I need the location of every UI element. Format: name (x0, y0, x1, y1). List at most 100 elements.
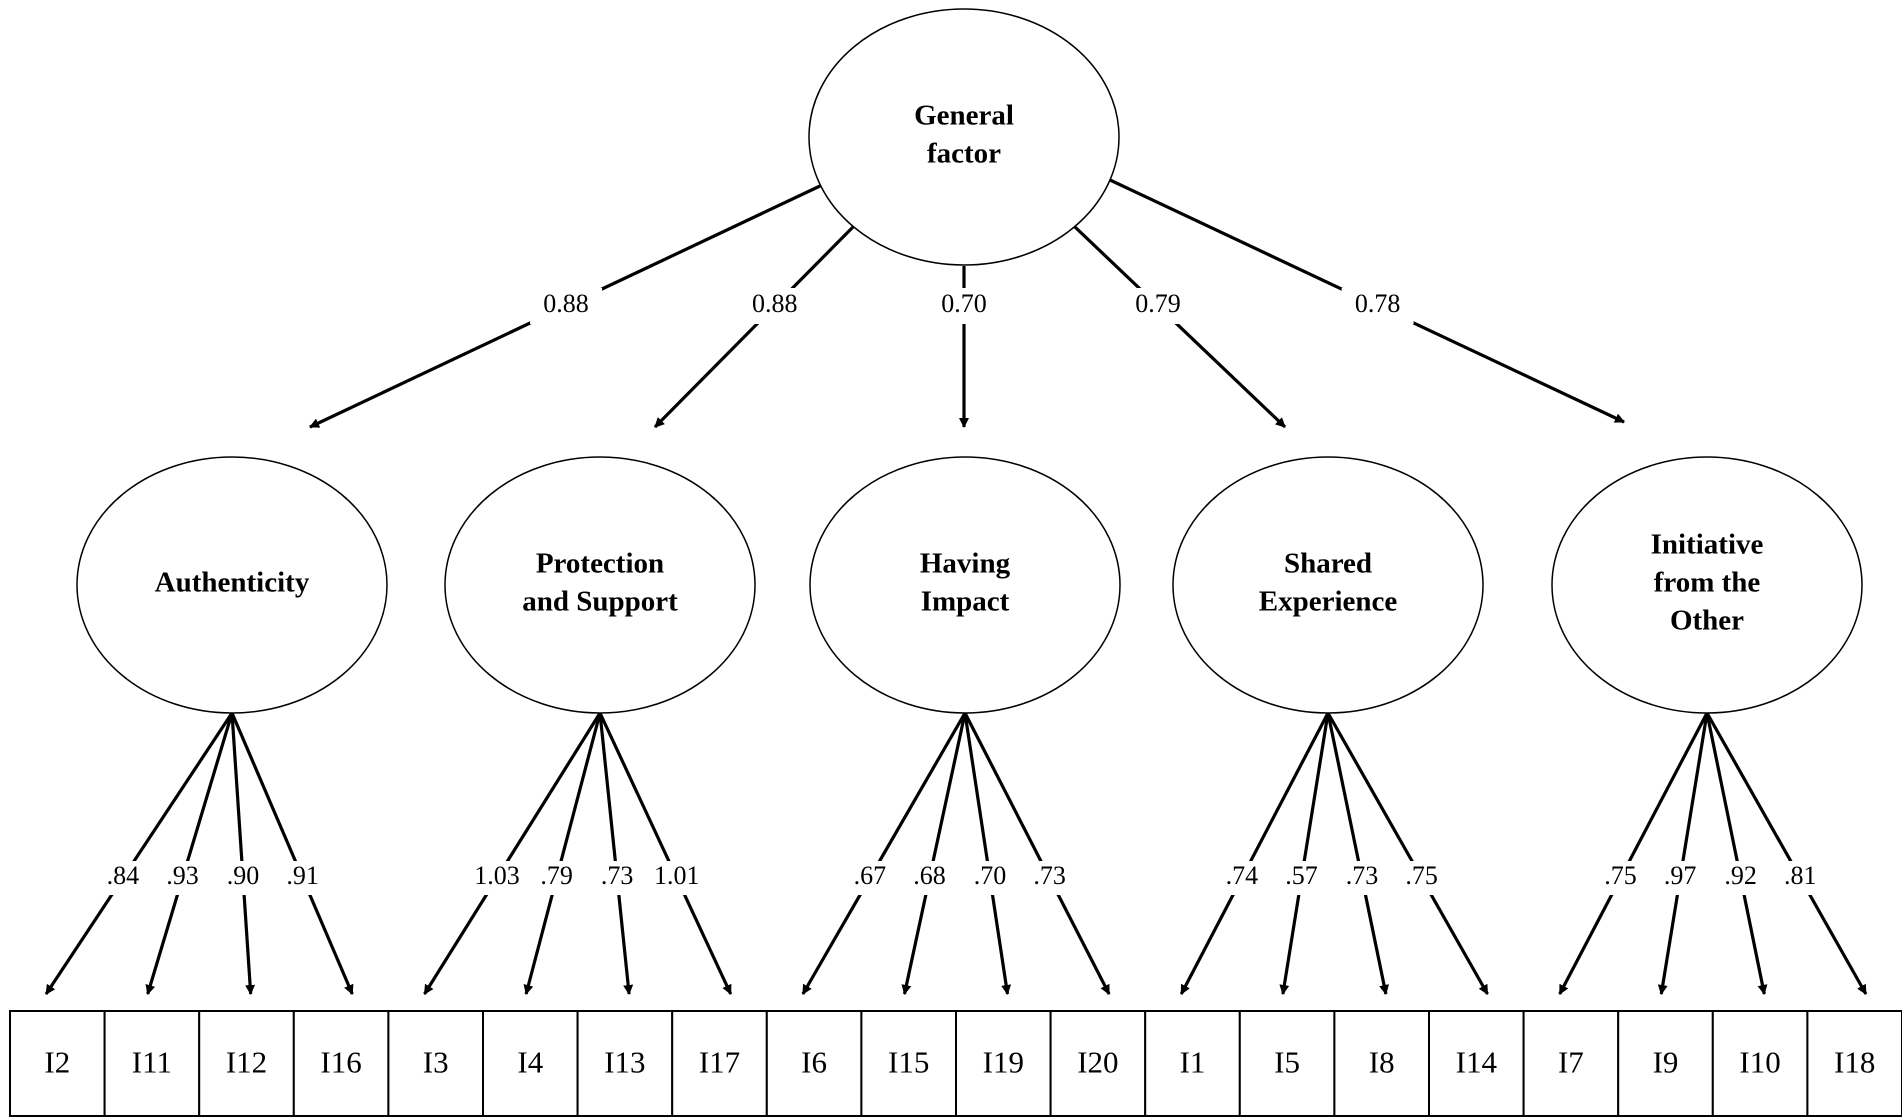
item-label-i12: I12 (226, 1045, 267, 1080)
item-box-i5 (1238, 1010, 1336, 1117)
item-box-i18 (1806, 1010, 1902, 1117)
shapes-layer (9, 8, 1902, 1117)
general-factor-ellipse (808, 8, 1120, 266)
authenticity-to-i2-arrow (44, 712, 234, 995)
loading-i1: .74 (1226, 861, 1259, 890)
general-factor-label-line-2: factor (927, 138, 1001, 170)
general-loading-protection-and-support: 0.88 (752, 289, 798, 318)
loading-bg (1399, 861, 1444, 895)
shared-experience-to-i5-arrow (1279, 712, 1330, 995)
item-label-i3: I3 (423, 1045, 449, 1080)
general-loading-bg (530, 288, 603, 324)
authenticity-factor-label-line-1: Authenticity (155, 567, 310, 599)
initiative-from-the-other-factor-label-line-3: Other (1670, 605, 1744, 637)
item-label-i14: I14 (1456, 1045, 1498, 1080)
item-box-i16 (292, 1010, 390, 1117)
having-impact-to-i20-arrow (963, 712, 1111, 995)
item-label-i6: I6 (801, 1045, 827, 1080)
protection-and-support-factor-label-line-1: Protection (536, 548, 664, 580)
having-impact-factor-ellipse (809, 456, 1121, 714)
item-label-i16: I16 (320, 1045, 361, 1080)
general-factor-label-line-1: General (914, 100, 1014, 132)
having-impact-to-i19-arrow (963, 712, 1012, 995)
labels-layer: Generalfactor0.88Authenticity.84I2.93I11… (44, 100, 1875, 1080)
shared-experience-to-i14-arrow (1326, 712, 1489, 995)
loading-bg (1598, 861, 1643, 895)
item-box-i1 (1144, 1010, 1241, 1117)
item-box-i17 (671, 1010, 768, 1117)
loading-bg (1027, 861, 1072, 895)
loading-bg (220, 861, 265, 895)
loading-bg (907, 861, 952, 895)
item-box-i14 (1428, 1010, 1525, 1117)
item-label-i13: I13 (604, 1045, 645, 1080)
shared-experience-to-i8-arrow (1326, 712, 1389, 995)
item-box-i13 (576, 1010, 674, 1117)
loading-i12: .90 (227, 861, 260, 890)
loading-i9: .97 (1664, 861, 1697, 890)
paths-layer (44, 178, 1868, 995)
loading-i3: 1.03 (474, 861, 520, 890)
loading-i14: .75 (1405, 861, 1438, 890)
loading-i20: .73 (1033, 861, 1066, 890)
item-box-i8 (1333, 1010, 1431, 1117)
item-box-i10 (1711, 1010, 1809, 1117)
loading-bg (280, 861, 325, 895)
initiative-from-the-other-factor-label-line-2: from the (1654, 567, 1761, 599)
item-label-i10: I10 (1739, 1045, 1780, 1080)
loading-i7: .75 (1604, 861, 1637, 890)
initiative-from-the-other-to-i18-arrow (1705, 712, 1868, 995)
loading-bg (1658, 861, 1703, 895)
shared-experience-to-i1-arrow (1179, 712, 1330, 995)
protection-and-support-to-i13-arrow (598, 712, 634, 995)
loading-bg (1778, 861, 1823, 895)
loading-bg (1219, 861, 1264, 895)
having-impact-factor-label-line-2: Impact (921, 586, 1010, 618)
item-label-i17: I17 (699, 1045, 740, 1080)
general-loading-initiative-from-the-other: 0.78 (1355, 289, 1401, 318)
loading-i11: .93 (166, 861, 199, 890)
general-to-protection-and-support-arrow (653, 225, 855, 429)
authenticity-to-i12-arrow (230, 712, 256, 995)
protection-and-support-factor-ellipse (444, 456, 756, 714)
item-label-i15: I15 (888, 1045, 929, 1080)
item-box-i2 (9, 1010, 106, 1117)
general-to-shared-experience-arrow (1073, 225, 1287, 429)
item-label-i1: I1 (1180, 1045, 1206, 1080)
authenticity-factor-ellipse (76, 456, 388, 714)
general-loading-authenticity: 0.88 (543, 289, 589, 318)
initiative-from-the-other-to-i9-arrow (1657, 712, 1709, 995)
general-loading-having-impact: 0.70 (941, 289, 987, 318)
general-loading-bg (738, 288, 811, 324)
item-box-i19 (955, 1010, 1052, 1117)
item-label-i4: I4 (517, 1045, 543, 1080)
loading-i18: .81 (1784, 861, 1817, 890)
loading-bg (469, 861, 524, 895)
shared-experience-factor-ellipse (1172, 456, 1484, 714)
loading-i4: .79 (540, 861, 573, 890)
loading-bg (1718, 861, 1763, 895)
loading-i2: .84 (107, 861, 140, 890)
item-label-i7: I7 (1558, 1045, 1584, 1080)
item-box-i9 (1617, 1010, 1714, 1117)
item-box-i12 (198, 1010, 295, 1117)
item-label-i5: I5 (1274, 1045, 1300, 1080)
authenticity-to-i16-arrow (230, 712, 354, 995)
loading-i15: .68 (913, 861, 946, 890)
initiative-from-the-other-factor-label-line-1: Initiative (1651, 529, 1764, 561)
loading-bg (1279, 861, 1324, 895)
loading-i8: .73 (1346, 861, 1379, 890)
loading-i6: .67 (854, 861, 887, 890)
protection-and-support-factor-label-line-2: and Support (522, 586, 678, 618)
item-label-i11: I11 (132, 1045, 172, 1080)
item-box-i7 (1522, 1010, 1620, 1117)
loading-bg (649, 861, 704, 895)
loading-i19: .70 (974, 861, 1007, 890)
general-loading-bg (928, 288, 1000, 324)
loading-i10: .92 (1724, 861, 1757, 890)
item-box-i20 (1049, 1010, 1147, 1117)
loading-i16: .91 (286, 861, 319, 890)
item-label-i8: I8 (1369, 1045, 1395, 1080)
loading-bg (967, 861, 1012, 895)
